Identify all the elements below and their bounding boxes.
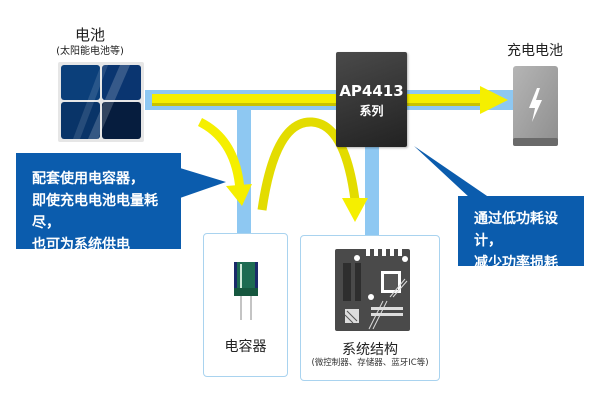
solar-title: 电池 — [74, 26, 105, 44]
power-bus-drop-system — [365, 147, 379, 236]
callout-low-power: 通过低功耗设计， 减少功率损耗 — [458, 196, 584, 271]
system-label: 系统结构 — [342, 342, 398, 358]
callout-line: 减少功率损耗 — [474, 255, 558, 271]
callout-line: 即使充电电池电量耗尽， — [32, 193, 158, 231]
ic-chip-icon — [336, 52, 407, 147]
callout-right-pointer — [414, 146, 490, 198]
capacitor-icon — [234, 262, 258, 320]
callout-capacitor-backup: 配套使用电容器， 即使充电电池电量耗尽， 也可为系统供电 — [16, 153, 181, 253]
capacitor-label: 电容器 — [224, 339, 267, 355]
motherboard-icon — [335, 249, 410, 331]
chip-name: AP4413 — [339, 82, 404, 100]
callout-line: 也可为系统供电 — [32, 237, 130, 253]
arrow-capacitor-to-system — [257, 117, 368, 222]
battery-bolt-icon — [513, 66, 558, 146]
callout-line: 通过低功耗设计， — [474, 211, 558, 249]
callout-line: 配套使用电容器， — [32, 171, 144, 187]
callout-left-pointer — [180, 168, 226, 198]
solar-panel-icon — [58, 62, 144, 142]
arrow-to-capacitor — [197, 117, 252, 206]
solar-subtitle: (太阳能电池等) — [56, 46, 124, 57]
system-sublabel: (微控制器、存储器、蓝牙IC等) — [311, 358, 429, 368]
capacitor-card — [203, 233, 288, 377]
battery-title: 充电电池 — [507, 43, 563, 59]
chip-series: 系列 — [359, 104, 384, 118]
